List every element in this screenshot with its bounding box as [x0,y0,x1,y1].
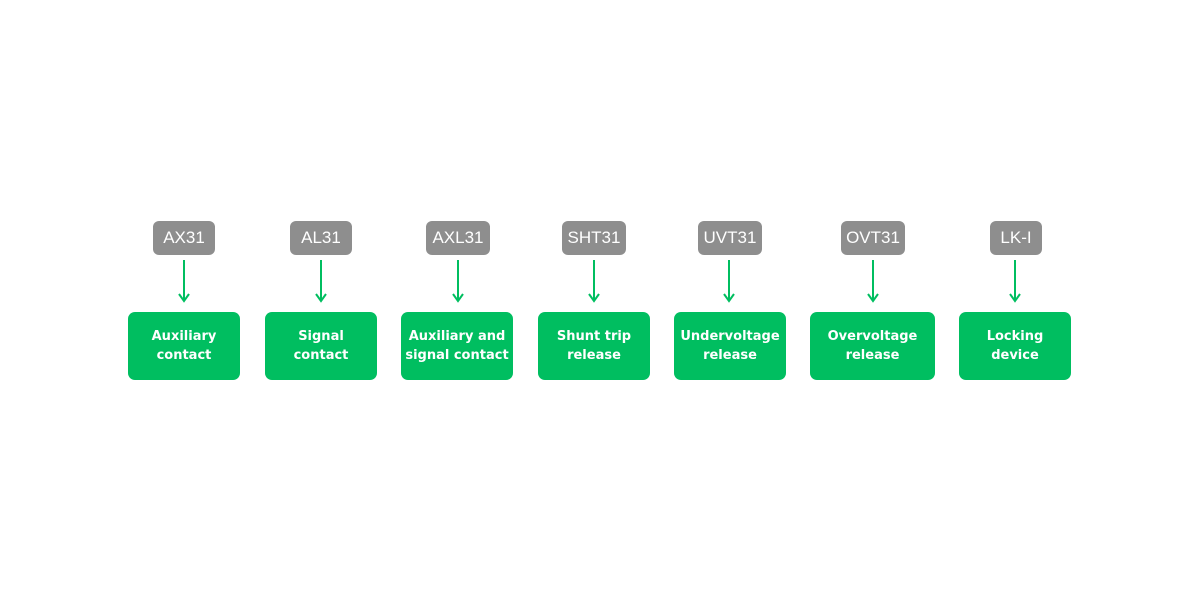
box-label-line2: signal contact [405,348,509,363]
code-text: UVT31 [703,228,757,247]
down-arrow-icon [1009,260,1021,303]
accessory-box-shunt-trip-release: Shunt trip release [538,312,650,380]
box-label-line1: Shunt trip [556,329,632,344]
code-tag-uvt31: UVT31 [698,221,762,255]
code-text: AXL31 [432,228,484,247]
box-label-line1: Overvoltage [827,329,918,344]
down-arrow-icon [723,260,735,303]
code-tag-axl31: AXL31 [426,221,490,255]
code-tag-ax31: AX31 [153,221,215,255]
down-arrow-icon [315,260,327,303]
down-arrow-icon [867,260,879,303]
code-text: OVT31 [846,228,900,247]
code-text: SHT31 [567,228,621,247]
box-label-line1: Undervoltage [680,329,780,344]
accessory-box-undervoltage-release: Undervoltage release [674,312,786,380]
code-text: AL31 [301,228,341,247]
code-tag-ovt31: OVT31 [841,221,905,255]
code-tag-lk-i: LK-I [990,221,1042,255]
code-text: AX31 [163,228,205,247]
accessory-box-locking-device: Locking device [959,312,1071,380]
box-label-line2: contact [156,348,212,363]
accessory-box-signal-contact: Signal contact [265,312,377,380]
code-tag-al31: AL31 [290,221,352,255]
box-label-line2: contact [293,348,349,363]
box-label-line1: Locking [986,329,1044,344]
down-arrow-icon [452,260,464,303]
box-label-line1: Auxiliary and [408,329,506,344]
box-label-line2: release [703,348,757,363]
accessory-box-auxiliary-and-signal-contact: Auxiliary and signal contact [401,312,513,380]
down-arrow-icon [178,260,190,303]
box-label-line2: device [991,348,1039,363]
box-label-line1: Signal [298,329,344,344]
accessory-box-overvoltage-release: Overvoltage release [810,312,935,380]
box-label-line1: Auxiliary [151,329,217,344]
box-label-line2: release [567,348,621,363]
code-tag-sht31: SHT31 [562,221,626,255]
code-text: LK-I [1000,228,1032,247]
down-arrow-icon [588,260,600,303]
accessory-box-auxiliary-contact: Auxiliary contact [128,312,240,380]
box-label-line2: release [845,348,900,363]
